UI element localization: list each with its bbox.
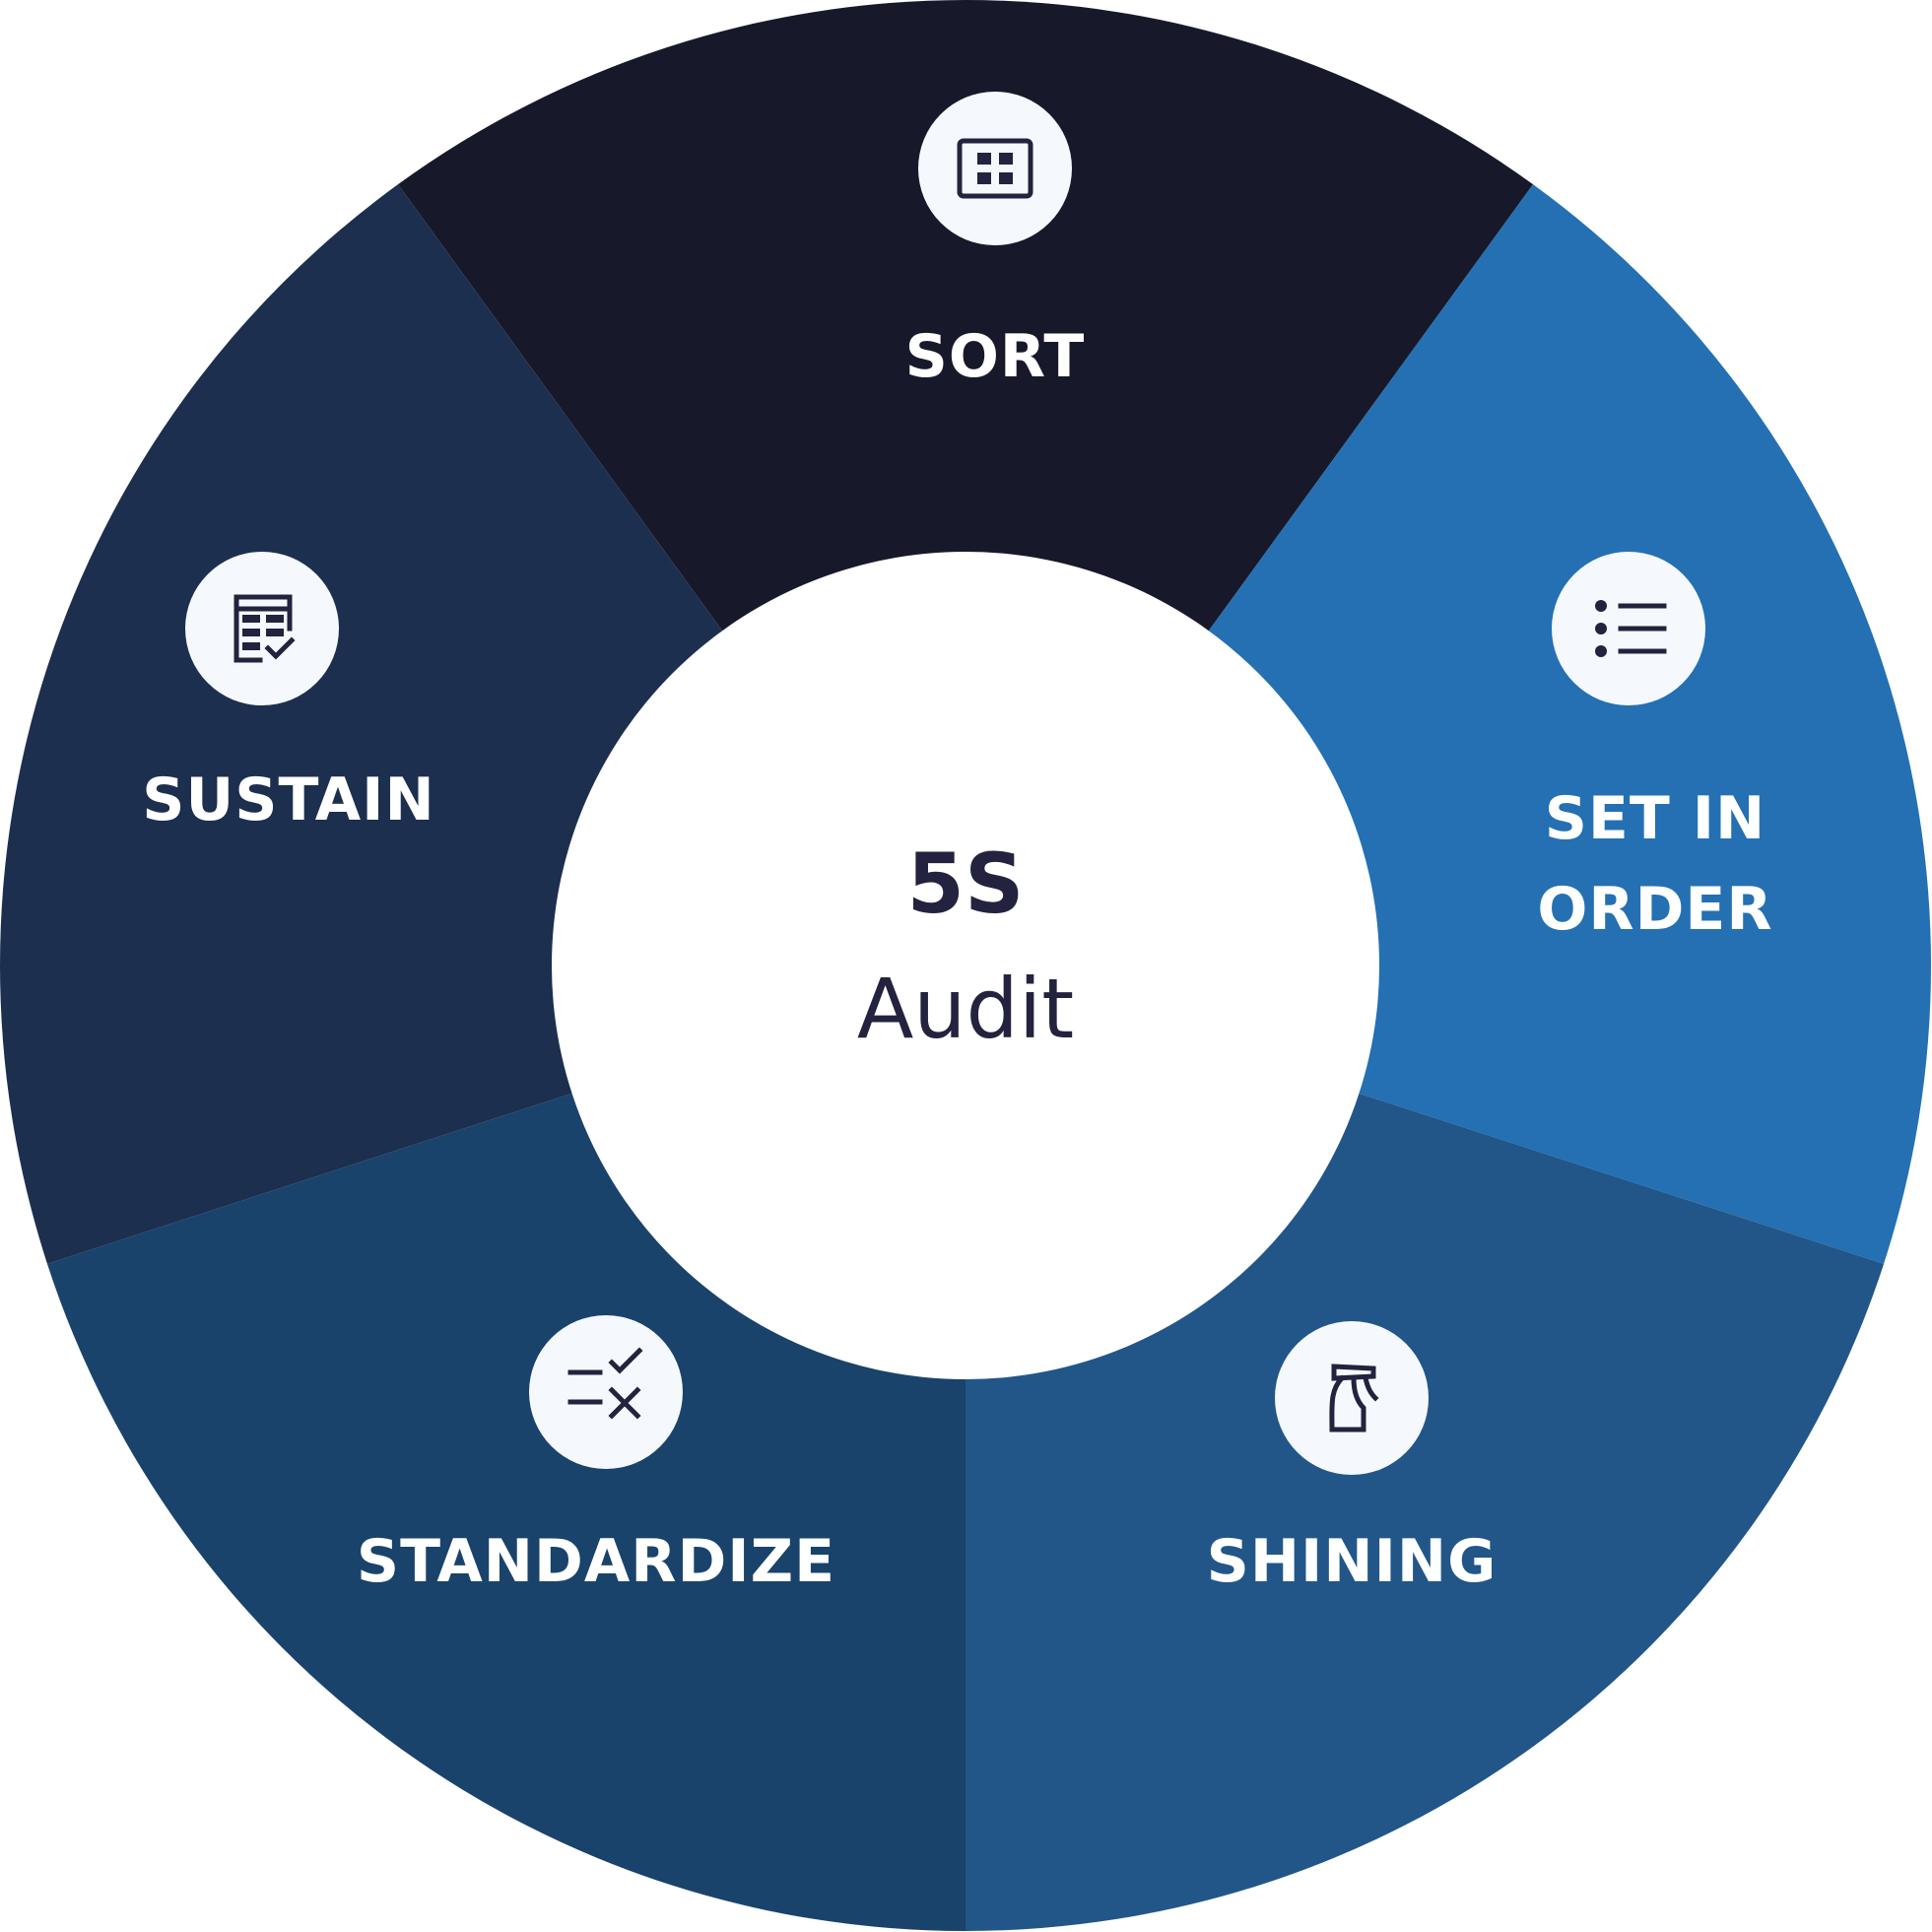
- segment-label-standardize: STANDARDIZE: [357, 1527, 835, 1596]
- center-subtitle: Audit: [857, 961, 1074, 1057]
- segment-label-sort: SORT: [905, 322, 1086, 391]
- segment-label-shining: SHINING: [1207, 1527, 1498, 1596]
- segment-icons: [185, 92, 1705, 1475]
- segment-sort: [397, 0, 1534, 966]
- center-circle: [552, 552, 1379, 1379]
- spray-bottle-icon: [1275, 1321, 1429, 1475]
- grid-window-icon: [918, 92, 1072, 245]
- segment-label-sustain: SUSTAIN: [142, 766, 434, 834]
- equals-check-cross-icon: [529, 1315, 683, 1469]
- bulleted-list-icon: [1552, 552, 1705, 705]
- checklist-table-icon: [185, 552, 339, 705]
- center-title: 5S: [907, 835, 1025, 932]
